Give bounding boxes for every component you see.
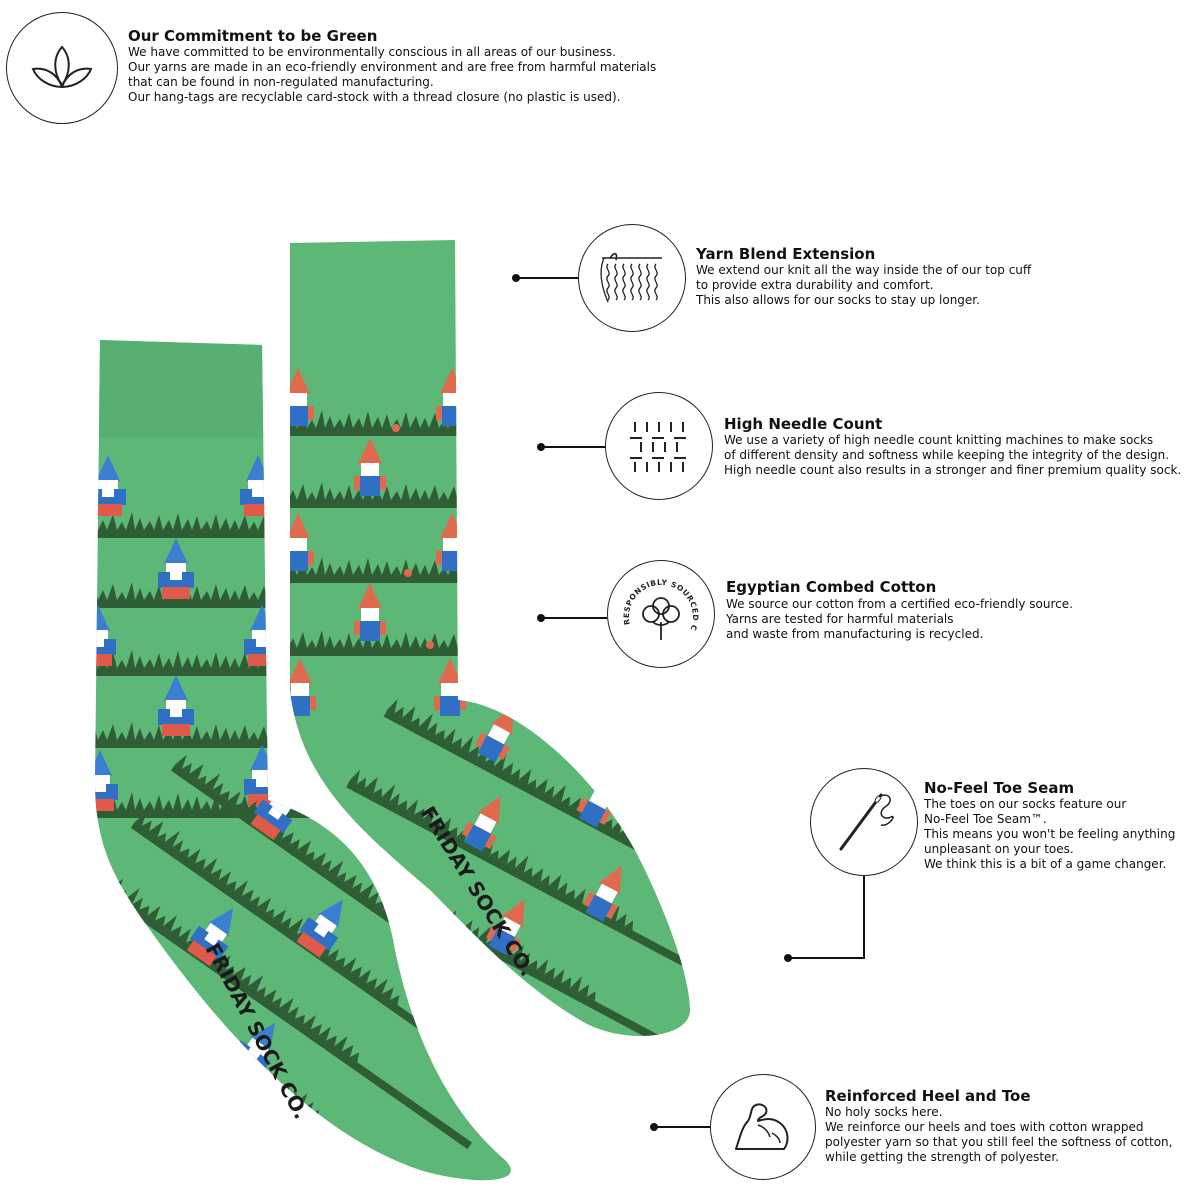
toe-seam-icon-circle: [810, 768, 918, 876]
heel-toe-body: No holy socks here. We reinforce our hee…: [825, 1105, 1173, 1164]
green-commitment-icon-circle: [6, 12, 118, 124]
needle-count-icon-circle: [605, 392, 713, 500]
heel-toe-icon-circle: [710, 1074, 816, 1180]
green-commitment-title: Our Commitment to be Green: [128, 27, 378, 45]
toe-seam-leader-h: [790, 957, 865, 959]
cotton-icon: RESPONSIBLY SOURCED COTTON: [609, 562, 699, 640]
yarn-blend-title: Yarn Blend Extension: [696, 245, 876, 263]
cotton-body: We source our cotton from a certified ec…: [726, 597, 1073, 641]
cotton-icon-circle: RESPONSIBLY SOURCED COTTON: [607, 560, 715, 668]
cotton-title: Egyptian Combed Cotton: [726, 578, 937, 596]
toe-seam-title: No-Feel Toe Seam: [924, 779, 1075, 797]
heel-toe-title: Reinforced Heel and Toe: [825, 1087, 1031, 1105]
needle-count-body: We use a variety of high needle count kn…: [724, 433, 1182, 477]
flexed-arm-icon: [735, 1103, 789, 1150]
knit-icon: [600, 252, 662, 303]
yarn-blend-leader: [516, 277, 578, 279]
yarn-blend-icon-circle: [578, 224, 686, 332]
needle-count-title: High Needle Count: [724, 415, 883, 433]
green-commitment-body: We have committed to be environmentally …: [128, 45, 657, 104]
toe-seam-body: The toes on our socks feature our No-Fee…: [924, 797, 1176, 871]
needle-count-leader: [541, 446, 605, 448]
needle-thread-icon: [839, 793, 894, 851]
leaves-icon: [31, 45, 93, 89]
yarn-blend-body: We extend our knit all the way inside th…: [696, 263, 1032, 307]
toe-seam-leader-v: [863, 876, 865, 958]
heel-toe-leader: [654, 1126, 710, 1128]
cotton-leader: [541, 617, 607, 619]
toe-seam-dot: [784, 954, 792, 962]
needle-grid-icon: [630, 422, 686, 472]
